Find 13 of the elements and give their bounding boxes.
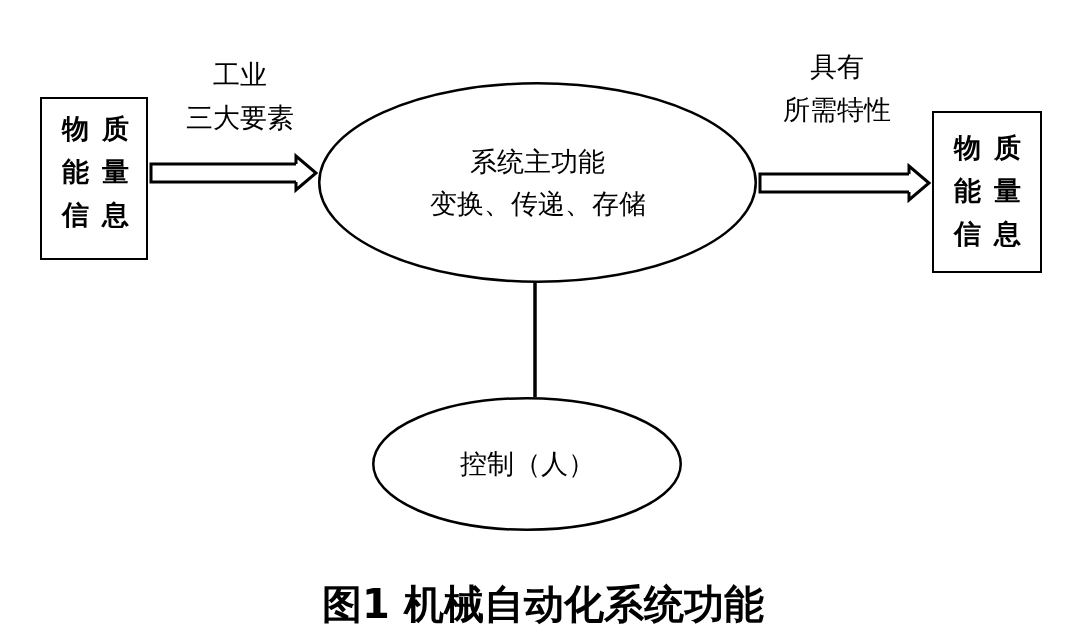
block-arrow (149, 154, 318, 192)
figure-caption: 图1 机械自动化系统功能 (322, 580, 764, 628)
connector-line (533, 283, 537, 398)
control-ellipse (372, 397, 682, 531)
node-title: 系统主功能 (470, 144, 605, 179)
node-label: 物质能量信息 (954, 131, 1035, 251)
function-ellipse (318, 82, 757, 283)
node-text: 变换、传递、存储 (429, 186, 646, 221)
input-box (40, 97, 148, 260)
block-arrow (758, 164, 931, 202)
node-label: 物质能量信息 (62, 112, 143, 232)
node-label: 控制（人） (459, 447, 595, 481)
output-box (932, 111, 1042, 273)
